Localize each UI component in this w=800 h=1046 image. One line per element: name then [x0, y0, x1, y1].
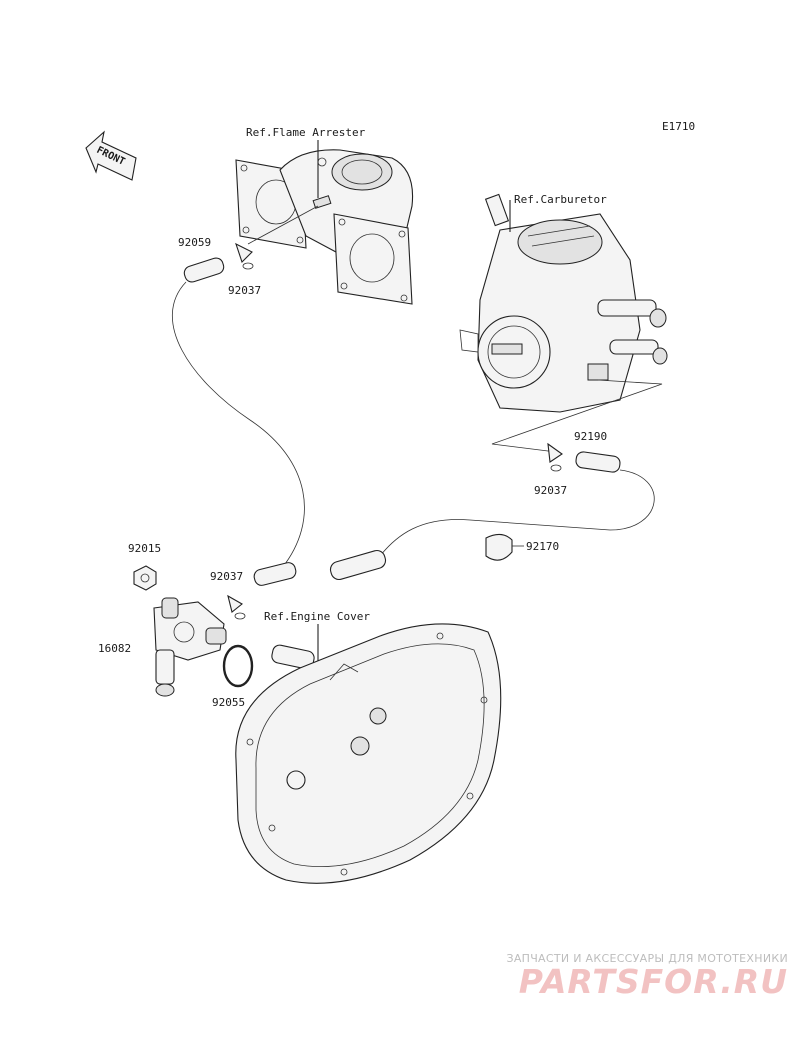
watermark-brand: PARTSFOR.RU	[518, 962, 788, 1001]
clamp-mid-part	[227, 594, 246, 620]
part-92015: 92015	[128, 542, 161, 555]
clamp-top-part	[235, 242, 254, 270]
part-92037-right: 92037	[534, 484, 567, 497]
engine-cover-part	[235, 623, 502, 884]
part-92055: 92055	[212, 696, 245, 709]
clamp-right-part	[547, 442, 563, 472]
part-92037-mid: 92037	[210, 570, 243, 583]
flame-arrester-part	[235, 149, 414, 305]
hose-top-part	[183, 257, 225, 283]
hose-mid-right-part	[329, 549, 387, 581]
part-92037-top: 92037	[228, 284, 261, 297]
fuel-pump-part	[153, 597, 227, 697]
part-92190: 92190	[574, 430, 607, 443]
nut-part	[133, 565, 157, 591]
ref-flame-arrester: Ref.Flame Arrester	[246, 126, 366, 139]
diagram-code: E1710	[662, 120, 695, 133]
ref-carburetor: Ref.Carburetor	[514, 193, 607, 206]
part-92170: 92170	[526, 540, 559, 553]
hose-right-part	[575, 451, 621, 473]
part-16082: 16082	[98, 642, 131, 655]
o-ring-part	[222, 644, 254, 688]
front-arrow-icon: FRONT	[85, 130, 137, 181]
part-92059: 92059	[178, 236, 211, 249]
carburetor-part	[459, 193, 668, 413]
hose-mid-left-part	[253, 562, 297, 586]
ref-engine-cover: Ref.Engine Cover	[264, 610, 370, 623]
watermark-tagline: ЗАПЧАСТИ И АКСЕССУАРЫ ДЛЯ МОТОТЕХНИКИ	[506, 952, 788, 965]
hose-holder-part	[485, 533, 513, 561]
